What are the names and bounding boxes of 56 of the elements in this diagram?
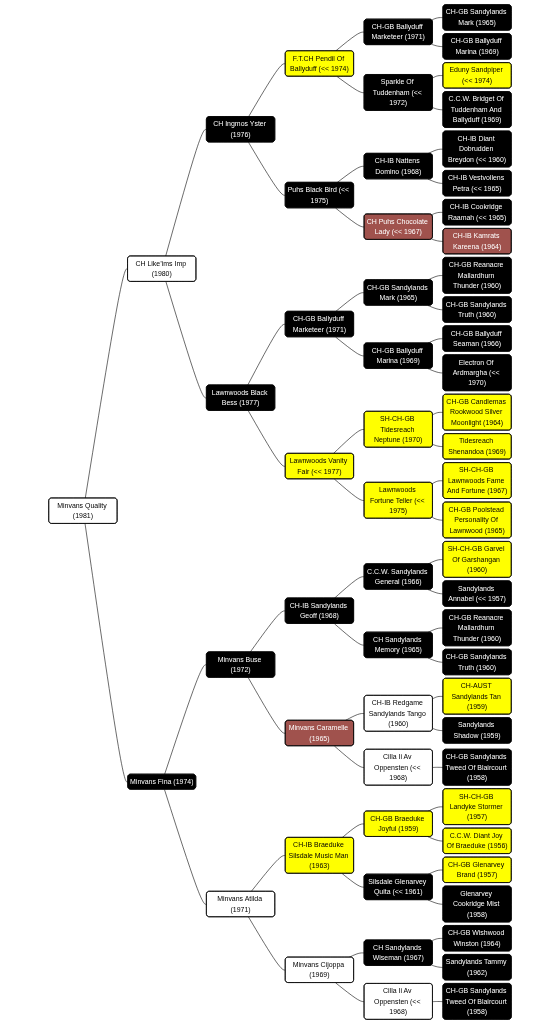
connector bbox=[333, 429, 365, 454]
connector bbox=[431, 480, 444, 485]
connector bbox=[165, 129, 207, 257]
connector bbox=[334, 623, 365, 646]
connector bbox=[164, 789, 207, 905]
connector bbox=[335, 982, 365, 1002]
connector bbox=[431, 938, 444, 942]
connector bbox=[431, 517, 444, 521]
connector bbox=[336, 76, 365, 94]
connector bbox=[431, 964, 444, 968]
connector bbox=[248, 916, 286, 971]
connector bbox=[248, 63, 286, 118]
connector bbox=[427, 368, 444, 374]
connector bbox=[432, 412, 444, 415]
connector bbox=[334, 478, 365, 501]
connector bbox=[335, 292, 365, 312]
connector bbox=[432, 696, 444, 700]
connector bbox=[341, 823, 365, 838]
connector bbox=[432, 1001, 444, 1002]
connector bbox=[427, 627, 444, 633]
connector bbox=[427, 657, 444, 663]
connector bbox=[247, 410, 286, 467]
connector bbox=[335, 336, 365, 357]
connector bbox=[248, 142, 286, 196]
connector bbox=[335, 31, 365, 52]
connector bbox=[165, 281, 207, 399]
connector bbox=[432, 107, 444, 111]
connector bbox=[344, 713, 365, 721]
connector bbox=[249, 610, 286, 653]
connector bbox=[336, 166, 365, 183]
connector bbox=[84, 523, 129, 783]
connector bbox=[431, 238, 444, 242]
connector bbox=[247, 323, 286, 386]
connector bbox=[431, 212, 444, 216]
connector bbox=[427, 869, 444, 875]
connector bbox=[427, 305, 444, 311]
connector bbox=[348, 952, 365, 958]
connector bbox=[334, 576, 365, 599]
connector bbox=[250, 855, 286, 892]
connector bbox=[427, 148, 444, 154]
connector bbox=[431, 17, 444, 21]
connector bbox=[427, 589, 444, 595]
connector bbox=[432, 444, 444, 447]
connector bbox=[427, 836, 444, 842]
connector bbox=[432, 767, 444, 768]
connector bbox=[341, 873, 365, 888]
connector bbox=[432, 728, 444, 731]
connector bbox=[85, 268, 129, 499]
connector bbox=[334, 745, 365, 768]
connector bbox=[247, 677, 286, 734]
connector bbox=[427, 899, 444, 905]
connector bbox=[335, 207, 365, 228]
connector bbox=[431, 44, 444, 47]
connector bbox=[164, 664, 207, 775]
connector bbox=[427, 178, 444, 184]
connector bbox=[432, 75, 444, 79]
